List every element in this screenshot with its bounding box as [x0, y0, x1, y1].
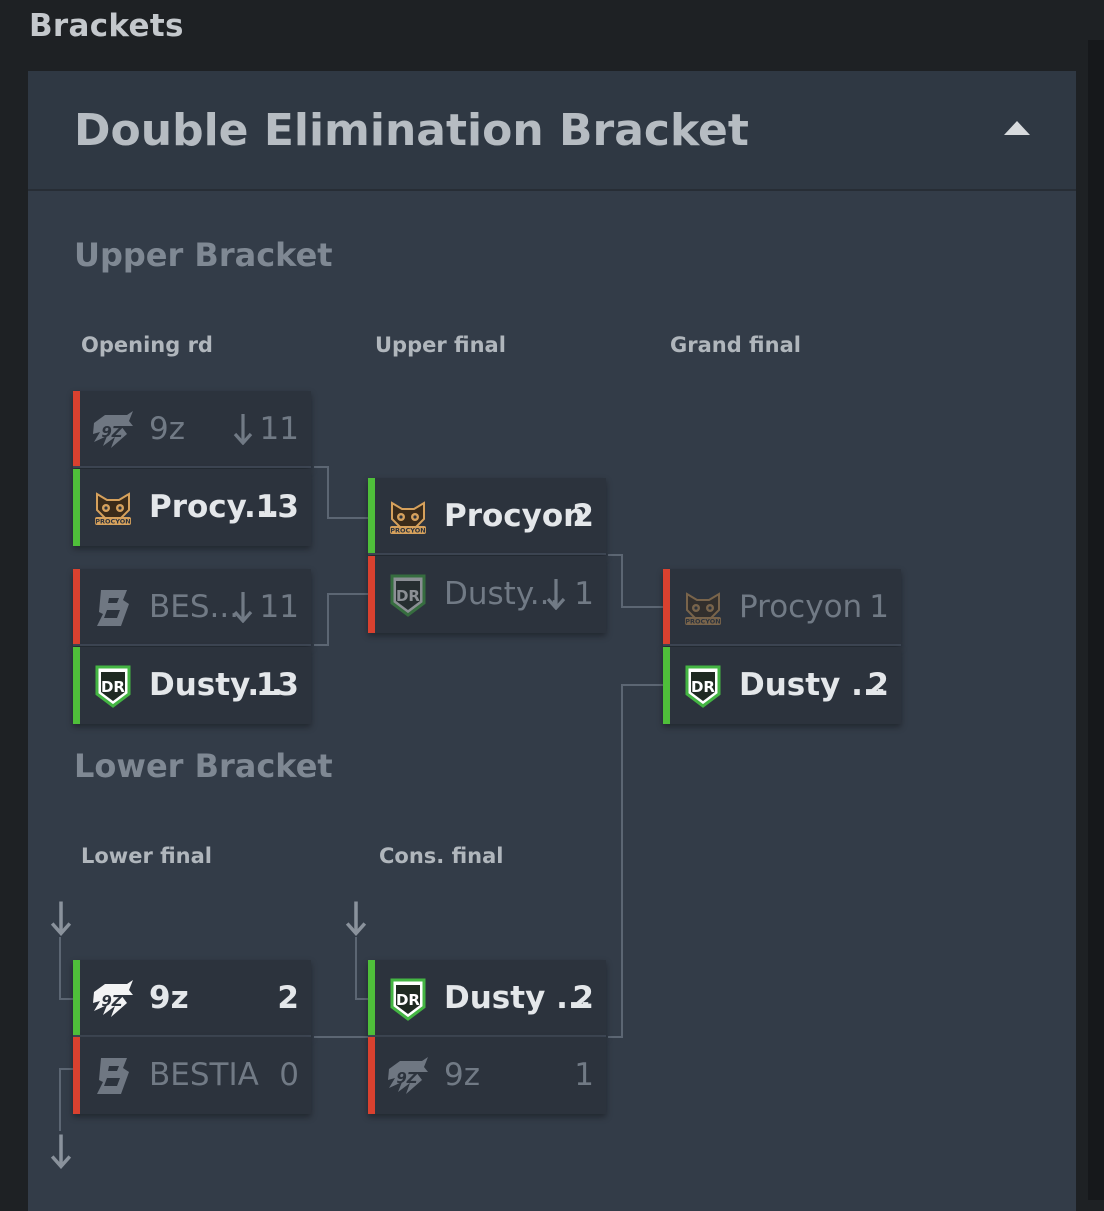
bestia-logo-icon [91, 586, 135, 630]
team-name: Procyon [444, 498, 586, 534]
match-opening1-team-9z[interactable]: 9z 11 [73, 391, 311, 468]
team-score: 11 [259, 589, 299, 625]
team-name: Dusty ... [444, 980, 592, 1016]
match-grand-final-team-procyon[interactable]: Procyon 1 [663, 569, 901, 646]
team-name: Procy... [149, 489, 280, 525]
panel-title: Double Elimination Bracket [74, 105, 749, 156]
bracket-panel: Double Elimination Bracket Upper Bracket… [28, 71, 1076, 1211]
round-label-grand-final: Grand final [670, 333, 801, 357]
loss-indicator [73, 1037, 80, 1114]
loss-indicator [368, 1037, 375, 1114]
loss-indicator [663, 569, 670, 644]
match-lower-final-team-9z[interactable]: 9z 2 [73, 960, 311, 1037]
team-score: 13 [255, 489, 299, 525]
lower-bracket-title: Lower Bracket [74, 747, 333, 785]
team-score: 2 [572, 980, 594, 1016]
upper-bracket-title: Upper Bracket [74, 236, 333, 274]
panel-header[interactable]: Double Elimination Bracket [28, 71, 1076, 191]
team-name: BESTIA [149, 1057, 259, 1093]
page-title: Brackets [29, 8, 184, 44]
match-lower-final-team-bestia[interactable]: BESTIA 0 [73, 1037, 311, 1114]
team-score: 2 [277, 980, 299, 1016]
team-score: 2 [867, 667, 889, 703]
win-indicator [73, 960, 80, 1035]
9z-logo-icon [91, 977, 135, 1021]
match-cons-final-team-dusty[interactable]: Dusty ... 2 [368, 960, 606, 1037]
loss-indicator [73, 391, 80, 466]
dusty-logo-icon [91, 664, 135, 708]
9z-logo-icon [386, 1054, 430, 1098]
win-indicator [368, 960, 375, 1035]
team-name: BES... [149, 589, 240, 625]
9z-logo-icon [91, 408, 135, 452]
bestia-logo-icon [91, 1054, 135, 1098]
procyon-logo-icon [681, 586, 725, 630]
team-name: Procyon [739, 589, 863, 625]
win-indicator [73, 647, 80, 724]
caret-up-icon[interactable] [1004, 121, 1030, 135]
team-score: 1 [574, 576, 594, 612]
round-label-cons-final: Cons. final [379, 844, 504, 868]
match-cons-final-team-9z[interactable]: 9z 1 [368, 1037, 606, 1114]
dusty-logo-icon [386, 977, 430, 1021]
procyon-logo-icon [91, 486, 135, 530]
down-arrow-icon [50, 900, 72, 936]
team-score: 0 [279, 1057, 299, 1093]
down-arrow-icon [546, 578, 566, 610]
match-opening2-team-dusty[interactable]: Dusty... 13 [73, 647, 311, 724]
down-arrow-icon [50, 1133, 72, 1169]
team-name: Dusty... [444, 576, 560, 612]
down-arrow-icon [345, 900, 367, 936]
round-label-opening: Opening rd [81, 333, 213, 357]
round-label-upper-final: Upper final [375, 333, 506, 357]
team-name: 9z [444, 1057, 480, 1093]
round-label-lower-final: Lower final [81, 844, 213, 868]
bracket-connectors [59, 466, 663, 1131]
match-grand-final-team-dusty[interactable]: Dusty ... 2 [663, 647, 901, 724]
team-score: 11 [259, 411, 299, 447]
team-score: 1 [869, 589, 889, 625]
match-opening2-team-bestia[interactable]: BES... 11 [73, 569, 311, 646]
team-name: Dusty ... [739, 667, 887, 703]
match-opening1-team-procyon[interactable]: Procy... 13 [73, 469, 311, 546]
win-indicator [73, 469, 80, 546]
team-name: 9z [149, 411, 185, 447]
team-score: 2 [572, 498, 594, 534]
down-arrow-icon [233, 591, 253, 623]
dusty-logo-icon [386, 573, 430, 617]
loss-indicator [73, 569, 80, 644]
team-score: 1 [574, 1057, 594, 1093]
down-arrow-icon [233, 413, 253, 445]
team-name: Dusty... [149, 667, 283, 703]
match-upper-final-team-dusty[interactable]: Dusty... 1 [368, 556, 606, 633]
match-upper-final-team-procyon[interactable]: Procyon 2 [368, 478, 606, 555]
scrollbar-track[interactable] [1088, 40, 1104, 1200]
win-indicator [368, 478, 375, 553]
dusty-logo-icon [681, 664, 725, 708]
loss-indicator [368, 556, 375, 633]
team-score: 13 [255, 667, 299, 703]
team-name: 9z [149, 980, 189, 1016]
win-indicator [663, 647, 670, 724]
procyon-logo-icon [386, 495, 430, 539]
